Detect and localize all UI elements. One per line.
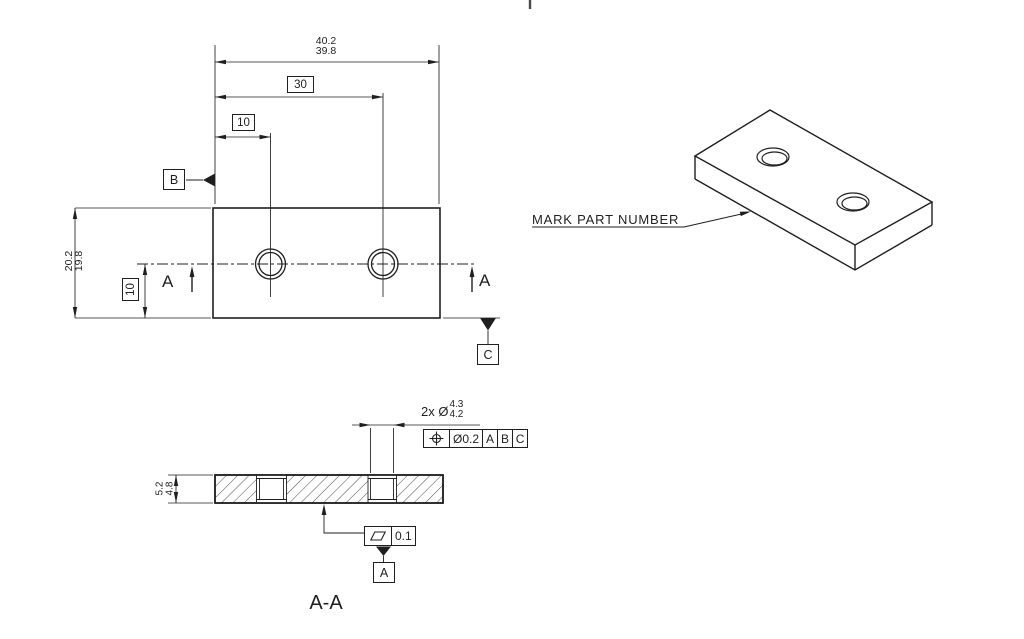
flatness-icon — [370, 531, 386, 541]
position-fcf-datum-2: B — [497, 430, 512, 447]
hole-callout-prefix: 2x Ø — [421, 404, 449, 419]
datum-b-triangle — [203, 173, 215, 187]
flatness-fcf-symbol-cell — [365, 527, 391, 545]
dim-overall-height: 20.2 19.8 — [63, 241, 85, 281]
section-body — [214, 474, 444, 504]
hole2-circle — [370, 251, 396, 277]
dim-hole-spacing-box: 30 — [287, 76, 314, 93]
hole2-chamfer-circle — [367, 248, 399, 280]
iso-hole2-chamfer — [836, 192, 870, 212]
datum-c-box: C — [477, 344, 499, 365]
hole1-chamfer-circle — [254, 248, 287, 280]
position-fcf-tolerance: Ø0.2 — [449, 430, 482, 447]
datum-a-triangle — [376, 546, 391, 556]
cut-label-right: A — [479, 271, 491, 290]
position-tolerance-icon — [429, 431, 444, 446]
datum-b-box: B — [163, 169, 185, 190]
cut-label-left: A — [162, 272, 174, 291]
dim-hole-row: 10 — [124, 282, 137, 296]
iso-bottom-edges — [694, 178, 933, 271]
datum-c-triangle — [480, 318, 496, 331]
position-fcf-symbol-cell — [424, 430, 449, 447]
iso-top-face — [693, 109, 934, 246]
dim-first-hole: 10 — [237, 116, 250, 129]
hole-callout: 2x Ø 4.3 4.2 — [421, 400, 463, 419]
section-title: A-A — [309, 592, 343, 614]
dim-thickness-lower: 4.8 — [164, 481, 175, 496]
dim-hole-spacing: 30 — [294, 78, 307, 91]
note-leader-arrow — [739, 211, 751, 217]
plate-outline — [212, 207, 441, 319]
section-view — [168, 422, 480, 562]
dim-overall-width-upper: 40.2 — [315, 35, 337, 47]
hole-callout-lower: 4.2 — [449, 408, 464, 420]
flatness-leader — [323, 515, 364, 534]
position-fcf: Ø0.2 A B C — [423, 429, 529, 448]
datum-b-label: B — [169, 172, 179, 187]
datum-a-box: A — [373, 562, 395, 583]
mark-part-number-note: MARK PART NUMBER — [532, 212, 680, 227]
iso-hole1 — [761, 151, 788, 166]
dim-first-hole-box: 10 — [232, 114, 255, 131]
dim-thickness: 5.2 4.8 — [155, 475, 176, 503]
datum-a-label: A — [379, 565, 389, 580]
dim-hole-row-box: 10 — [122, 277, 139, 301]
dim-overall-width: 40.2 39.8 — [299, 35, 353, 57]
position-fcf-datum-1: A — [482, 430, 497, 447]
hole-callout-upper: 4.3 — [449, 399, 464, 410]
top-view — [72, 45, 500, 344]
flatness-fcf: 0.1 — [364, 526, 416, 546]
datum-c-label: C — [483, 347, 493, 362]
hole1-circle — [258, 251, 283, 277]
iso-hole2 — [841, 196, 868, 211]
isometric-view — [532, 109, 934, 271]
iso-hole1-chamfer — [756, 147, 790, 167]
dim-overall-width-lower: 39.8 — [315, 45, 337, 57]
position-fcf-datum-3: C — [512, 430, 527, 447]
flatness-fcf-tolerance: 0.1 — [391, 527, 415, 545]
note-leader — [683, 212, 749, 228]
dim-overall-height-lower: 19.8 — [73, 250, 85, 272]
